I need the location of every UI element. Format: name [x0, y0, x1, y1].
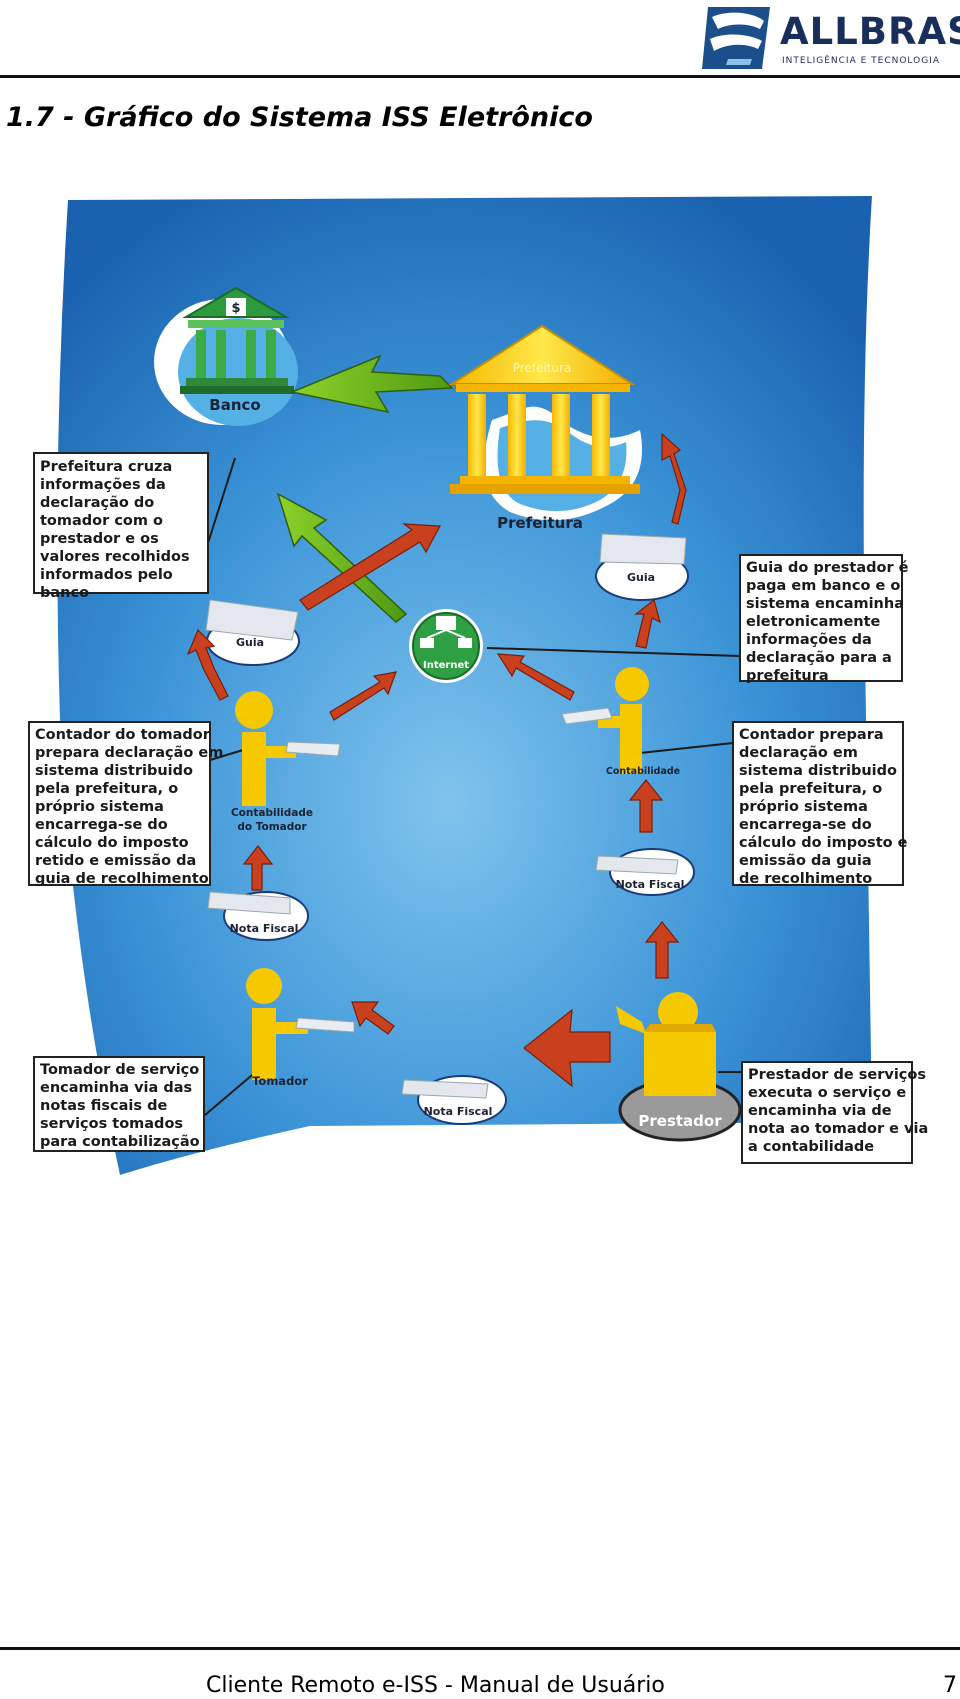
note-prefeitura-cruza-text: Prefeitura cruza informações da declaraç…: [40, 459, 195, 601]
prefeitura-roof-label: Prefeitura: [513, 361, 572, 375]
nota-fiscal-bottom-label: Nota Fiscal: [424, 1105, 493, 1118]
note-connectors: [204, 457, 742, 1116]
note-contador-prepara: Contador prepara declaração em sistema d…: [732, 721, 913, 887]
tomador-label: Tomador: [252, 1074, 308, 1088]
allbras-logo-icon: [702, 7, 770, 69]
arrow-contabilidade-to-guia-right: [634, 598, 661, 649]
logo-tagline: INTELIGÊNCIA E TECNOLOGIA: [782, 56, 940, 66]
contabilidade-node: Contabilidade: [561, 667, 680, 777]
tomador-node: Tomador: [246, 968, 355, 1088]
note-prestador-servicos: Prestador de serviços executa o serviço …: [741, 1061, 933, 1164]
nota-fiscal-left-label: Nota Fiscal: [230, 922, 299, 935]
arrow-contab-tomador-to-internet: [329, 671, 397, 721]
iss-system-diagram: $ Banco Prefeitura Prefeitura Prefeitura…: [0, 160, 960, 1290]
banco-node: $ Banco: [154, 286, 298, 426]
prefeitura-node: Prefeitura Prefeitura: [448, 324, 642, 532]
guia-right-label: Guia: [627, 571, 655, 584]
arrow-prestador-to-nota-bottom: [523, 1008, 611, 1088]
banco-sign: $: [231, 301, 240, 316]
network-icon: [420, 616, 472, 648]
guia-left-label: Guia: [236, 636, 264, 649]
logo-name: ALLBRAS: [780, 10, 960, 53]
banco-label: Banco: [209, 396, 260, 414]
diagram-canvas: $ Banco Prefeitura Prefeitura Prefeitura…: [28, 196, 933, 1175]
nota-fiscal-bottom: Nota Fiscal: [401, 1075, 507, 1125]
arrow-prestador-to-nota-right: [644, 921, 680, 979]
note-contador-tomador-text: Contador do tomador prepara declaração e…: [35, 727, 228, 887]
guia-right: Guia: [595, 533, 689, 601]
note-contador-prepara-text: Contador prepara declaração em sistema d…: [739, 727, 913, 887]
arrow-contabilidade-to-internet: [496, 653, 575, 701]
contab-tomador-node: Contabilidade do Tomador: [231, 691, 341, 833]
note-prefeitura-cruza: Prefeitura cruza informações da declaraç…: [33, 452, 209, 601]
internet-node: Internet: [409, 609, 483, 683]
guia-left: Guia: [205, 599, 300, 666]
prestador-label: Prestador: [638, 1112, 722, 1130]
arrow-prefeitura-to-banco: [289, 354, 454, 414]
person-icon: [235, 691, 273, 729]
note-guia-prestador-text: Guia do prestador é paga em banco e o si…: [746, 560, 914, 684]
arrow-contab-to-guia-left: [186, 628, 229, 701]
section-heading: 1.7 - Gráfico do Sistema ISS Eletrônico: [6, 102, 593, 133]
note-contador-tomador: Contador do tomador prepara declaração e…: [28, 721, 228, 887]
contabilidade-label: Contabilidade: [606, 766, 680, 777]
person-icon: [658, 992, 698, 1032]
person-icon: [246, 968, 282, 1004]
arrow-nota-bottom-to-tomador: [351, 1001, 395, 1035]
arrow-nota-right-to-contabilidade: [628, 779, 664, 833]
header-rule: [0, 75, 960, 78]
nota-fiscal-right-label: Nota Fiscal: [616, 878, 685, 891]
contab-tomador-label-1: Contabilidade: [231, 807, 313, 819]
prestador-node: Prestador: [616, 992, 742, 1142]
nota-fiscal-right: Nota Fiscal: [595, 848, 695, 896]
footer-title: Cliente Remoto e-ISS - Manual de Usuário: [206, 1673, 665, 1698]
note-tomador-servico-text: Tomador de serviço encaminha via das not…: [40, 1062, 204, 1150]
footer-rule: [0, 1647, 960, 1650]
internet-label: Internet: [423, 660, 469, 671]
contab-tomador-label-2: do Tomador: [237, 821, 307, 833]
page-number: 7: [943, 1673, 957, 1698]
nota-fiscal-left: Nota Fiscal: [207, 891, 309, 941]
person-icon: [615, 667, 649, 701]
arrow-internet-to-banco: [276, 492, 408, 623]
arrow-guia-right-to-prefeitura: [661, 432, 687, 525]
prefeitura-label: Prefeitura: [497, 514, 583, 532]
note-prestador-servicos-text: Prestador de serviços executa o serviço …: [748, 1067, 933, 1155]
arrow-nota-left-to-contab-tomador: [242, 845, 274, 891]
note-tomador-servico: Tomador de serviço encaminha via das not…: [33, 1056, 205, 1152]
note-guia-prestador: Guia do prestador é paga em banco e o si…: [739, 554, 914, 684]
allbras-logo: ALLBRAS INTELIGÊNCIA E TECNOLOGIA: [700, 3, 960, 73]
red-arrows: [186, 432, 687, 1088]
arrow-guia-left-to-prefeitura: [299, 523, 441, 611]
dollar-sign-icon: [226, 298, 246, 316]
